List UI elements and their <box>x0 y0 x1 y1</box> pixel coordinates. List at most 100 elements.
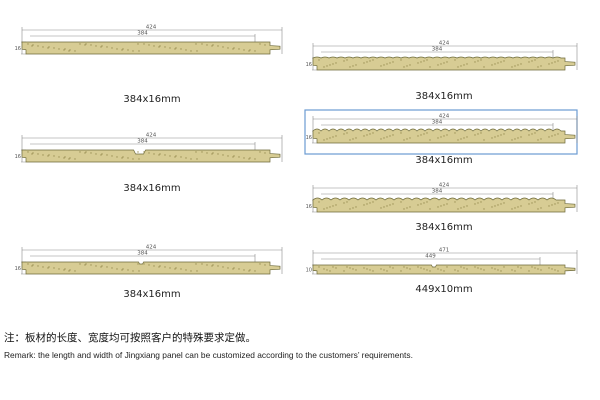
texture-speck <box>460 65 462 67</box>
panel-profile <box>312 264 576 275</box>
texture-speck <box>463 267 465 269</box>
texture-speck <box>557 270 559 272</box>
texture-speck <box>159 153 161 155</box>
texture-speck <box>480 268 482 270</box>
texture-speck <box>494 63 496 65</box>
texture-speck <box>454 59 456 61</box>
texture-speck <box>64 156 66 158</box>
texture-speck <box>137 43 139 45</box>
texture-speck <box>466 205 468 207</box>
dim-outer-label: 424 <box>439 183 450 189</box>
texture-speck <box>90 152 92 154</box>
texture-speck <box>254 50 256 52</box>
texture-speck <box>243 269 245 271</box>
texture-speck <box>335 135 337 137</box>
texture-speck <box>369 60 371 62</box>
texture-speck <box>159 45 161 47</box>
texture-speck <box>248 50 250 52</box>
texture-speck <box>332 63 334 65</box>
texture-speck <box>372 132 374 134</box>
texture-speck <box>69 269 71 271</box>
panel-caption: 449x10mm <box>415 284 472 295</box>
texture-speck <box>503 202 505 204</box>
texture-speck <box>326 65 328 67</box>
texture-speck <box>95 265 97 267</box>
texture-speck <box>201 263 203 265</box>
texture-speck <box>463 64 465 66</box>
texture-speck <box>47 155 49 157</box>
texture-speck <box>100 46 102 48</box>
texture-speck <box>190 50 192 52</box>
texture-speck <box>457 270 459 272</box>
texture-speck <box>174 48 176 50</box>
texture-speck <box>483 269 485 271</box>
texture-speck <box>429 270 431 272</box>
texture-speck <box>84 44 86 46</box>
texture-speck <box>477 60 479 62</box>
texture-speck <box>417 62 419 64</box>
panel-profile <box>21 149 281 163</box>
texture-speck <box>420 203 422 205</box>
dim-inner-label: 384 <box>137 31 148 37</box>
texture-speck <box>195 263 197 265</box>
texture-speck <box>31 45 33 47</box>
texture-speck <box>31 153 33 155</box>
texture-speck <box>534 201 536 203</box>
texture-speck <box>127 269 129 271</box>
texture-speck <box>420 61 422 63</box>
texture-speck <box>503 60 505 62</box>
texture-speck <box>90 264 92 266</box>
texture-speck <box>352 207 354 209</box>
texture-speck <box>554 134 556 136</box>
thickness-label: 16 <box>15 46 21 52</box>
texture-speck <box>511 208 513 210</box>
texture-speck <box>169 155 171 157</box>
texture-speck <box>491 267 493 269</box>
texture-speck <box>417 266 419 268</box>
texture-speck <box>174 268 176 270</box>
texture-speck <box>437 268 439 270</box>
texture-speck <box>491 137 493 139</box>
thickness-label: 16 <box>15 154 21 160</box>
texture-speck <box>222 46 224 48</box>
texture-speck <box>195 151 197 153</box>
texture-speck <box>366 203 368 205</box>
thickness-label: 10 <box>306 268 312 274</box>
texture-speck <box>355 137 357 139</box>
panel-caption: 384x16mm <box>415 91 472 102</box>
texture-speck <box>389 204 391 206</box>
texture-speck <box>329 206 331 208</box>
texture-speck <box>511 269 513 271</box>
texture-speck <box>437 206 439 208</box>
texture-speck <box>534 132 536 134</box>
texture-speck <box>551 135 553 137</box>
texture-speck <box>528 134 530 136</box>
texture-speck <box>58 156 60 158</box>
texture-speck <box>84 152 86 154</box>
dim-inner-label: 384 <box>432 189 443 195</box>
texture-speck <box>426 201 428 203</box>
texture-speck <box>27 263 29 265</box>
texture-speck <box>528 61 530 63</box>
texture-speck <box>409 268 411 270</box>
texture-speck <box>497 135 499 137</box>
texture-speck <box>329 270 331 272</box>
texture-speck <box>249 49 251 51</box>
texture-speck <box>474 266 476 268</box>
texture-speck <box>548 136 550 138</box>
texture-speck <box>554 203 556 205</box>
texture-speck <box>403 208 405 210</box>
texture-speck <box>343 133 345 135</box>
texture-speck <box>100 266 102 268</box>
texture-speck <box>355 269 357 271</box>
texture-speck <box>32 44 34 46</box>
texture-speck <box>58 268 60 270</box>
dim-line-inner <box>30 34 256 42</box>
texture-speck <box>548 267 550 269</box>
texture-speck <box>138 50 140 52</box>
texture-speck <box>520 63 522 65</box>
texture-speck <box>457 208 459 210</box>
texture-speck <box>100 154 102 156</box>
